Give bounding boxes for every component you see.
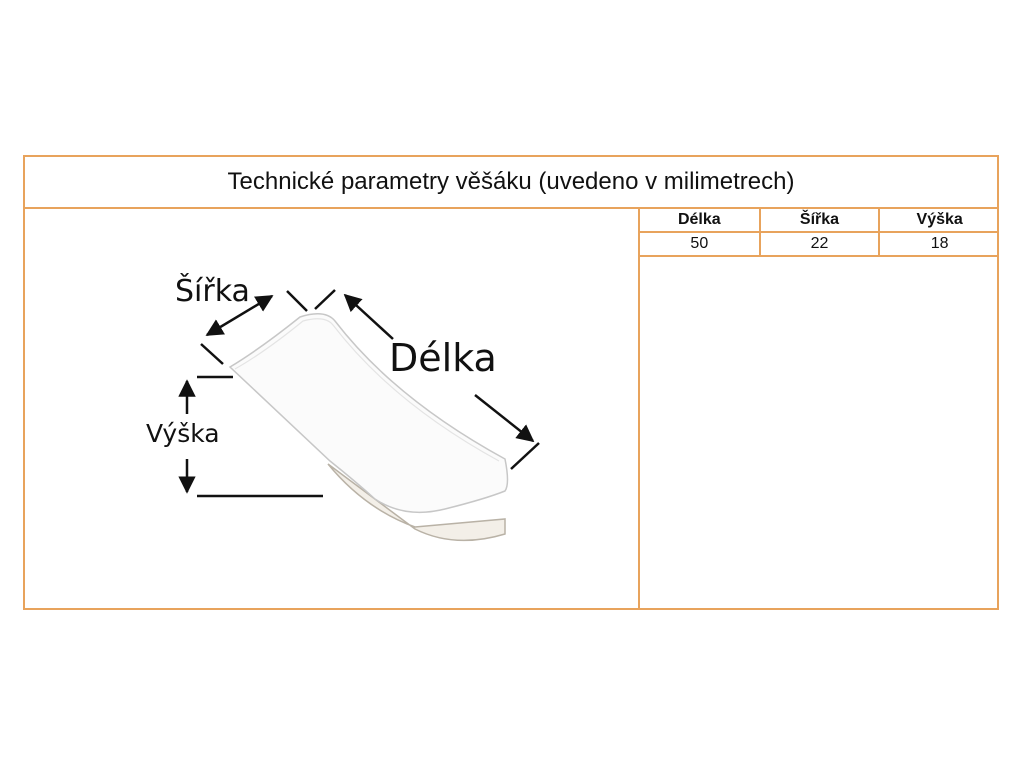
delka-tick-bottom	[510, 442, 540, 470]
header-sirka: Šířka	[759, 209, 881, 233]
delka-arrow-bottom	[474, 394, 535, 443]
vyska-dimension: Výška	[146, 375, 323, 498]
sirka-tick-right	[286, 290, 308, 312]
dimension-drawing: Šířka Délka Výška	[146, 272, 540, 542]
vyska-label: Výška	[146, 419, 220, 448]
dimension-diagram: Šířka Délka Výška	[25, 209, 638, 608]
sirka-tick-left	[200, 343, 224, 365]
sirka-dimension: Šířka	[175, 272, 308, 365]
table-row: 50 22 18	[640, 232, 999, 257]
delka-label: Délka	[389, 336, 497, 380]
sirka-arrow	[205, 294, 274, 337]
sirka-label: Šířka	[175, 272, 250, 309]
delka-dimension: Délka	[314, 289, 540, 470]
parameters-panel: Délka Šířka Výška 50 22 18	[638, 209, 999, 608]
spec-title: Technické parametry věšáku (uvedeno v mi…	[25, 157, 997, 209]
header-delka: Délka	[640, 209, 761, 233]
value-vyska: 18	[879, 232, 999, 257]
value-sirka: 22	[759, 232, 881, 257]
header-vyska: Výška	[879, 209, 999, 233]
spec-frame: Technické parametry věšáku (uvedeno v mi…	[23, 155, 999, 610]
table-header-row: Délka Šířka Výška	[640, 209, 999, 233]
value-delka: 50	[640, 232, 761, 257]
product-pad	[228, 313, 509, 542]
delka-arrow-top	[343, 293, 394, 340]
parameters-table: Délka Šířka Výška 50 22 18	[640, 209, 999, 257]
delka-tick-top	[314, 289, 336, 310]
